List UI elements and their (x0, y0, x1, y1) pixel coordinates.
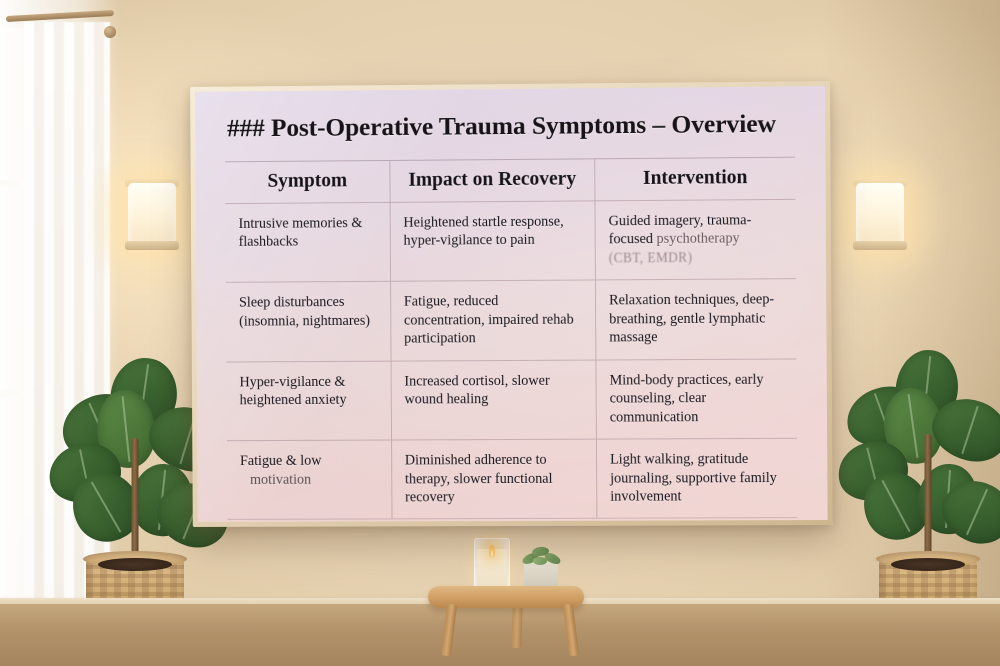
curtain-rod-finial (104, 26, 116, 38)
sconce-base (125, 241, 179, 250)
framed-poster[interactable]: ### Post-Operative Trauma Symptoms – Ove… (190, 81, 833, 527)
table-header-row: Symptom Impact on Recovery Intervention (225, 157, 796, 204)
side-table-top (428, 586, 584, 608)
plant-soil (98, 558, 172, 571)
sconce-shade (128, 183, 176, 245)
column-header-symptom: Symptom (225, 160, 390, 204)
symptom-text-line1: Fatigue & low (239, 452, 322, 470)
column-header-intervention: Intervention (642, 167, 748, 189)
table-row: Intrusive memories & flashbacks Heighten… (225, 199, 796, 283)
candle-flame (489, 545, 495, 558)
table-row: Fatigue & low motivation Diminished adhe… (226, 438, 798, 520)
cell-intervention: Mind-body practices, early counseling, c… (609, 371, 764, 426)
plant-trunk (924, 434, 932, 564)
symptoms-table: Symptom Impact on Recovery Intervention … (225, 157, 798, 521)
candle-in-glass (474, 538, 510, 590)
plant-trunk (131, 438, 139, 566)
cell-impact: Diminished adherence to therapy, slower … (391, 439, 597, 520)
cell-impact: Heightened startle response, hyper-vigil… (389, 200, 596, 282)
poster-frame: ### Post-Operative Trauma Symptoms – Ove… (190, 81, 833, 527)
floor (0, 604, 1000, 666)
succulent-pot (524, 562, 558, 590)
poster-surface: ### Post-Operative Trauma Symptoms – Ove… (195, 86, 828, 522)
sconce-shade (856, 183, 904, 245)
sconce-base (853, 241, 907, 250)
table-row: Sleep disturbances (insomnia, nightmares… (226, 279, 797, 362)
wall-sconce-left (82, 135, 222, 303)
column-header-impact: Impact on Recovery (389, 158, 595, 203)
cell-symptom: Hyper-vigilance & heightened anxiety (226, 360, 392, 441)
plant-right (832, 346, 1000, 638)
plant-soil (891, 558, 965, 571)
cell-symptom: Sleep disturbances (insomnia, nightmares… (226, 281, 391, 362)
intervention-text-line1: Guided imagery, trauma- (608, 212, 752, 230)
cell-intervention: Light walking, gratitude journaling, sup… (609, 451, 777, 505)
symptom-text-faded: motivation (249, 471, 312, 488)
cell-intervention: Guided imagery, trauma- focused psychoth… (595, 199, 796, 280)
intervention-text-degraded: psychotherapy (656, 230, 740, 248)
intervention-text-line2: focused (608, 231, 657, 248)
succulent-plant (520, 546, 564, 568)
succulent-leaf (533, 557, 547, 565)
table-row: Hyper-vigilance & heightened anxiety Inc… (226, 358, 797, 441)
cell-impact: Fatigue, reduced concentration, impaired… (390, 280, 596, 361)
page-title: ### Post-Operative Trauma Symptoms – Ove… (226, 108, 777, 143)
cell-intervention: Relaxation techniques, deep-breathing, g… (609, 291, 775, 346)
cell-symptom: Fatigue & low motivation (226, 440, 392, 520)
table-leg-back (511, 603, 523, 649)
cell-impact: Increased cortisol, slower wound healing (390, 359, 597, 441)
intervention-text-degraded-artifact: (CBT, EMDR) (608, 249, 693, 267)
cell-symptom: Intrusive memories & flashbacks (225, 202, 391, 283)
wall-sconce-right (810, 135, 950, 303)
